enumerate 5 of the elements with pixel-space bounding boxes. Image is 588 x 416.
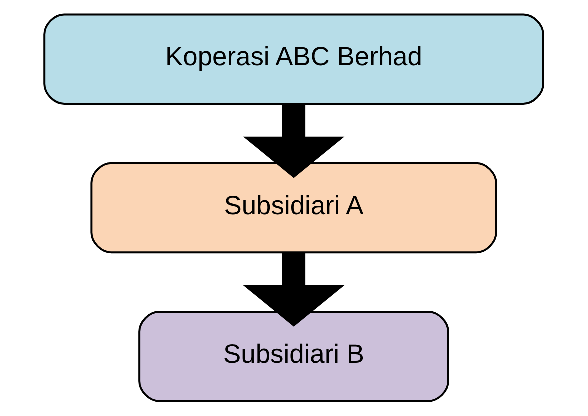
arrow — [243, 104, 345, 178]
node-box: Koperasi ABC Berhad — [44, 14, 544, 105]
node-box: Subsidiari B — [138, 311, 450, 402]
node-box: Subsidiari A — [90, 162, 498, 254]
arrow — [243, 253, 345, 327]
